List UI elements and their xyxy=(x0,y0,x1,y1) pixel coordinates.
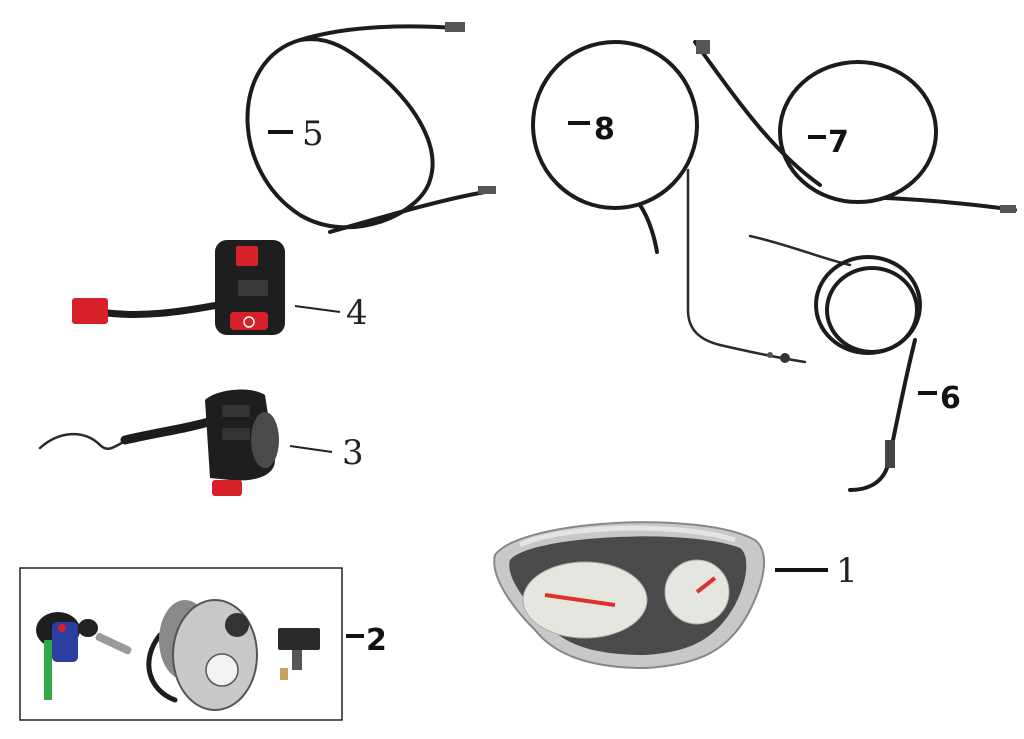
leader-3 xyxy=(289,445,333,453)
cable-5 xyxy=(245,22,496,234)
cable-6 xyxy=(748,234,922,492)
part-label-3: 3 xyxy=(342,433,364,473)
handlebar-switch-right xyxy=(72,240,285,335)
cable-7 xyxy=(693,40,1017,213)
part-label-1: 1 xyxy=(836,551,858,591)
part-label-2: 2 xyxy=(366,623,387,658)
ignition-kit-frame xyxy=(19,567,343,721)
part-label-5: 5 xyxy=(302,114,324,154)
handlebar-switch-left xyxy=(38,389,279,496)
ignition-switch-kit xyxy=(36,599,320,711)
part-label-4: 4 xyxy=(346,293,368,333)
cable-8 xyxy=(531,40,807,364)
part-label-6: 6 xyxy=(940,381,961,416)
leader-4 xyxy=(294,305,341,313)
part-label-8: 8 xyxy=(594,112,615,147)
part-label-7: 7 xyxy=(828,125,849,160)
instrument-cluster xyxy=(493,521,766,670)
